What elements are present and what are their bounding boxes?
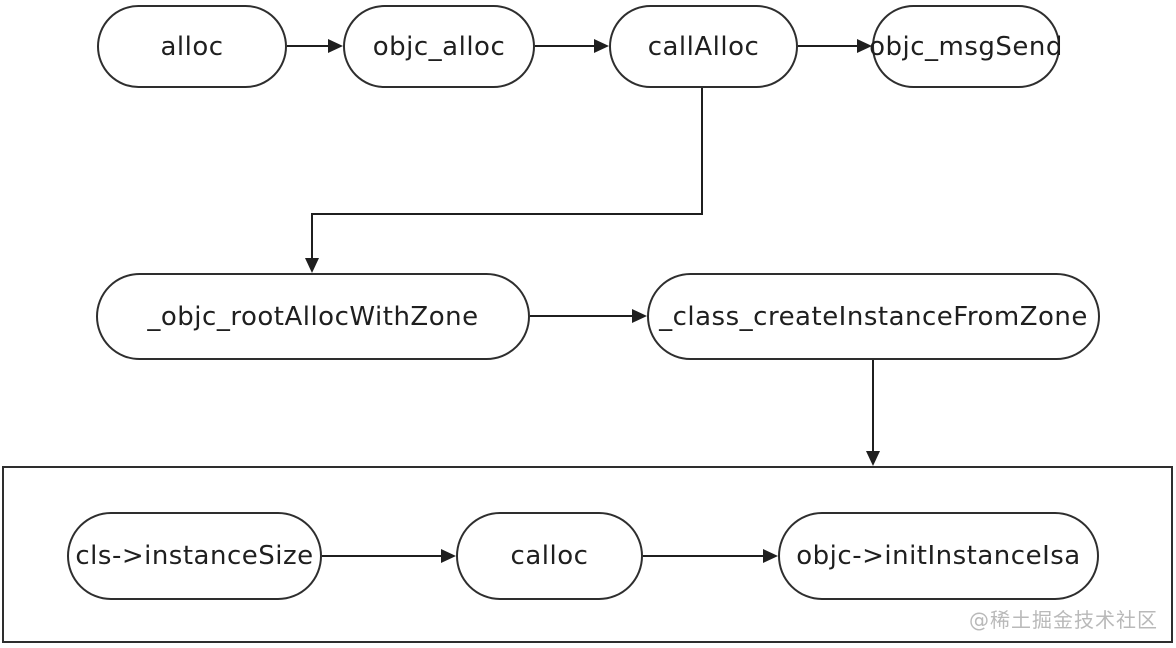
edge-callalloc-to-rootalloc-segment-down <box>701 88 703 215</box>
arrow-right-icon <box>441 549 456 563</box>
node-objc-rootallocwithzone: _objc_rootAllocWithZone <box>96 273 530 360</box>
node-cls-instancesize: cls->instanceSize <box>67 512 322 600</box>
edge-instancesize-to-calloc-line <box>322 555 442 557</box>
watermark-text: @稀土掘金技术社区 <box>969 608 1158 632</box>
edge-objc-alloc-to-callalloc-line <box>535 45 595 47</box>
arrow-right-icon <box>632 309 647 323</box>
arrow-right-icon <box>328 39 343 53</box>
node-alloc: alloc <box>97 5 287 88</box>
node-objc-initinstanceisa: objc->initInstanceIsa <box>778 512 1099 600</box>
node-class-createinstancefromzone: _class_createInstanceFromZone <box>647 273 1100 360</box>
edge-callalloc-to-rootalloc-segment-left <box>311 213 703 215</box>
edge-callalloc-to-msgsend-line <box>798 45 858 47</box>
arrow-down-icon <box>866 451 880 466</box>
edge-alloc-to-objc-alloc-line <box>287 45 329 47</box>
arrow-right-icon <box>763 549 778 563</box>
arrow-down-icon <box>305 258 319 273</box>
arrow-right-icon <box>857 39 872 53</box>
edge-createinstance-to-groupbox-line <box>872 360 874 452</box>
node-callalloc: callAlloc <box>609 5 798 88</box>
edge-rootalloc-to-createinstance-line <box>530 315 633 317</box>
node-objc-msgsend: objc_msgSend <box>869 5 1062 88</box>
arrow-right-icon <box>594 39 609 53</box>
node-calloc: calloc <box>456 512 643 600</box>
node-objc-alloc: objc_alloc <box>343 5 535 88</box>
edge-calloc-to-initisa-line <box>643 555 764 557</box>
edge-callalloc-to-rootalloc-segment-down2 <box>311 213 313 259</box>
